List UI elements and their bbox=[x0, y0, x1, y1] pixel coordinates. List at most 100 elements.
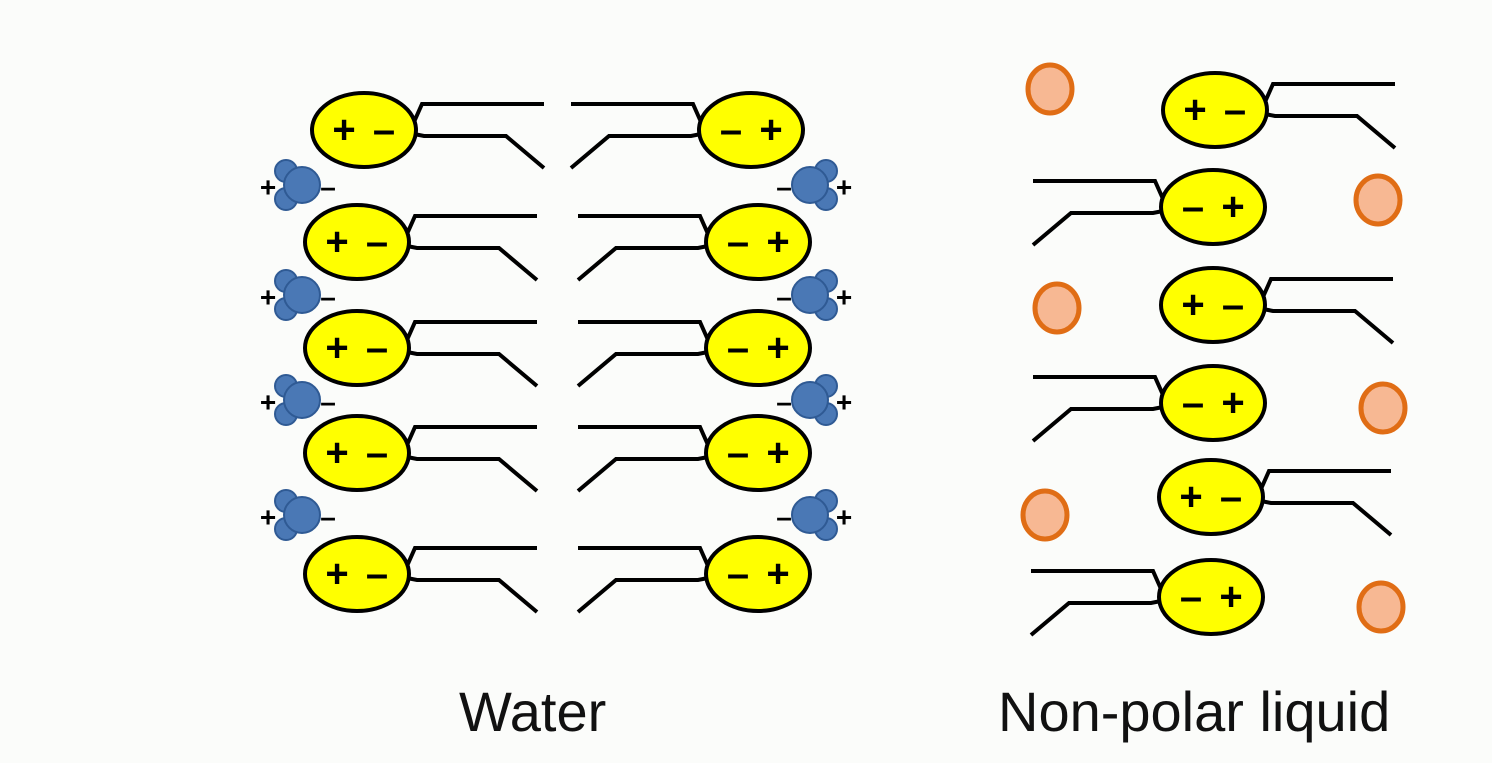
amphiphile-right: –+ bbox=[576, 535, 812, 614]
amphiphile-head bbox=[704, 309, 812, 387]
amphiphile-nonpolar: –+ bbox=[1029, 558, 1265, 637]
tail-lower bbox=[569, 132, 702, 170]
tail-lower bbox=[576, 350, 709, 388]
amphiphile-head bbox=[1159, 364, 1267, 442]
water-molecule: +– bbox=[260, 489, 336, 541]
tail-upper bbox=[578, 214, 710, 235]
amphiphile-head bbox=[310, 91, 418, 169]
water-plus-sign: + bbox=[836, 282, 852, 313]
tail-upper bbox=[571, 102, 703, 123]
water-oxygen bbox=[791, 381, 829, 419]
water-oxygen bbox=[791, 276, 829, 314]
head-plus-sign: + bbox=[766, 431, 789, 475]
tail-lower bbox=[1031, 405, 1164, 443]
amphiphile-head bbox=[1157, 558, 1265, 636]
amphiphile-head bbox=[1159, 168, 1267, 246]
tail-upper bbox=[1033, 375, 1165, 396]
tail-lower bbox=[576, 455, 709, 493]
amphiphile-head bbox=[697, 91, 805, 169]
amphiphile-head bbox=[1159, 266, 1267, 344]
amphiphile-head bbox=[303, 309, 411, 387]
amphiphile-nonpolar: +– bbox=[1159, 266, 1395, 345]
head-minus-sign: – bbox=[366, 220, 388, 264]
water-minus-sign: – bbox=[320, 387, 336, 418]
water-minus-sign: – bbox=[776, 172, 792, 203]
water-plus-sign: + bbox=[836, 387, 852, 418]
water-plus-sign: + bbox=[260, 502, 276, 533]
head-minus-sign: – bbox=[1182, 185, 1204, 229]
head-minus-sign: – bbox=[366, 552, 388, 596]
tail-lower bbox=[1264, 112, 1397, 150]
water-oxygen bbox=[283, 276, 321, 314]
water-oxygen bbox=[283, 496, 321, 534]
amphiphile-nonpolar: +– bbox=[1157, 458, 1393, 537]
water-minus-sign: – bbox=[320, 172, 336, 203]
amphiphile-nonpolar: +– bbox=[1161, 71, 1397, 150]
head-plus-sign: + bbox=[1179, 475, 1202, 519]
head-plus-sign: + bbox=[1183, 88, 1206, 132]
head-plus-sign: + bbox=[1219, 575, 1242, 619]
tail-upper bbox=[405, 546, 537, 567]
head-plus-sign: + bbox=[766, 326, 789, 370]
head-minus-sign: – bbox=[366, 326, 388, 370]
head-minus-sign: – bbox=[727, 326, 749, 370]
water-molecule: +– bbox=[776, 269, 852, 321]
tail-lower bbox=[406, 576, 539, 614]
amphiphile-head bbox=[704, 203, 812, 281]
head-plus-sign: + bbox=[759, 108, 782, 152]
tail-upper bbox=[1031, 569, 1163, 590]
amphiphile-head bbox=[704, 535, 812, 613]
water-molecule: +– bbox=[776, 489, 852, 541]
head-plus-sign: + bbox=[766, 220, 789, 264]
head-minus-sign: – bbox=[727, 220, 749, 264]
tail-upper bbox=[1033, 179, 1165, 200]
nonpolar-molecule bbox=[1353, 173, 1403, 227]
tail-lower bbox=[406, 350, 539, 388]
tail-upper bbox=[405, 320, 537, 341]
amphiphile-left: +– bbox=[310, 91, 546, 170]
nonpolar-molecule bbox=[1032, 281, 1082, 335]
amphiphile-left: +– bbox=[303, 309, 539, 388]
tail-upper bbox=[578, 425, 710, 446]
head-minus-sign: – bbox=[1220, 475, 1242, 519]
tail-lower bbox=[1260, 499, 1393, 537]
head-minus-sign: – bbox=[1182, 381, 1204, 425]
tail-lower bbox=[406, 244, 539, 282]
amphiphile-left: +– bbox=[303, 203, 539, 282]
tail-upper bbox=[1259, 469, 1391, 490]
water-molecule: +– bbox=[260, 269, 336, 321]
amphiphile-nonpolar: –+ bbox=[1031, 168, 1267, 247]
tail-lower bbox=[1031, 209, 1164, 247]
amphiphile-nonpolar: –+ bbox=[1031, 364, 1267, 443]
amphiphile-head bbox=[1157, 458, 1265, 536]
tail-lower bbox=[576, 576, 709, 614]
amphiphile-left: +– bbox=[303, 414, 539, 493]
amphiphile-head bbox=[303, 414, 411, 492]
head-minus-sign: – bbox=[366, 431, 388, 475]
amphiphile-left: +– bbox=[303, 535, 539, 614]
head-plus-sign: + bbox=[1221, 381, 1244, 425]
head-plus-sign: + bbox=[325, 431, 348, 475]
tail-lower bbox=[576, 244, 709, 282]
water-caption: Water bbox=[459, 680, 607, 743]
head-plus-sign: + bbox=[325, 220, 348, 264]
water-plus-sign: + bbox=[260, 282, 276, 313]
tail-upper bbox=[1261, 277, 1393, 298]
nonpolar-molecule bbox=[1358, 381, 1408, 435]
head-minus-sign: – bbox=[1224, 88, 1246, 132]
tail-lower bbox=[1262, 307, 1395, 345]
amphiphile-head bbox=[1161, 71, 1269, 149]
head-minus-sign: – bbox=[1180, 575, 1202, 619]
water-minus-sign: – bbox=[776, 502, 792, 533]
tail-upper bbox=[578, 320, 710, 341]
amphiphile-head bbox=[303, 203, 411, 281]
water-oxygen bbox=[791, 496, 829, 534]
tail-upper bbox=[412, 102, 544, 123]
tail-upper bbox=[405, 425, 537, 446]
water-molecule: +– bbox=[776, 374, 852, 426]
head-minus-sign: – bbox=[727, 552, 749, 596]
water-oxygen bbox=[283, 381, 321, 419]
tail-lower bbox=[406, 455, 539, 493]
amphiphile-head bbox=[704, 414, 812, 492]
